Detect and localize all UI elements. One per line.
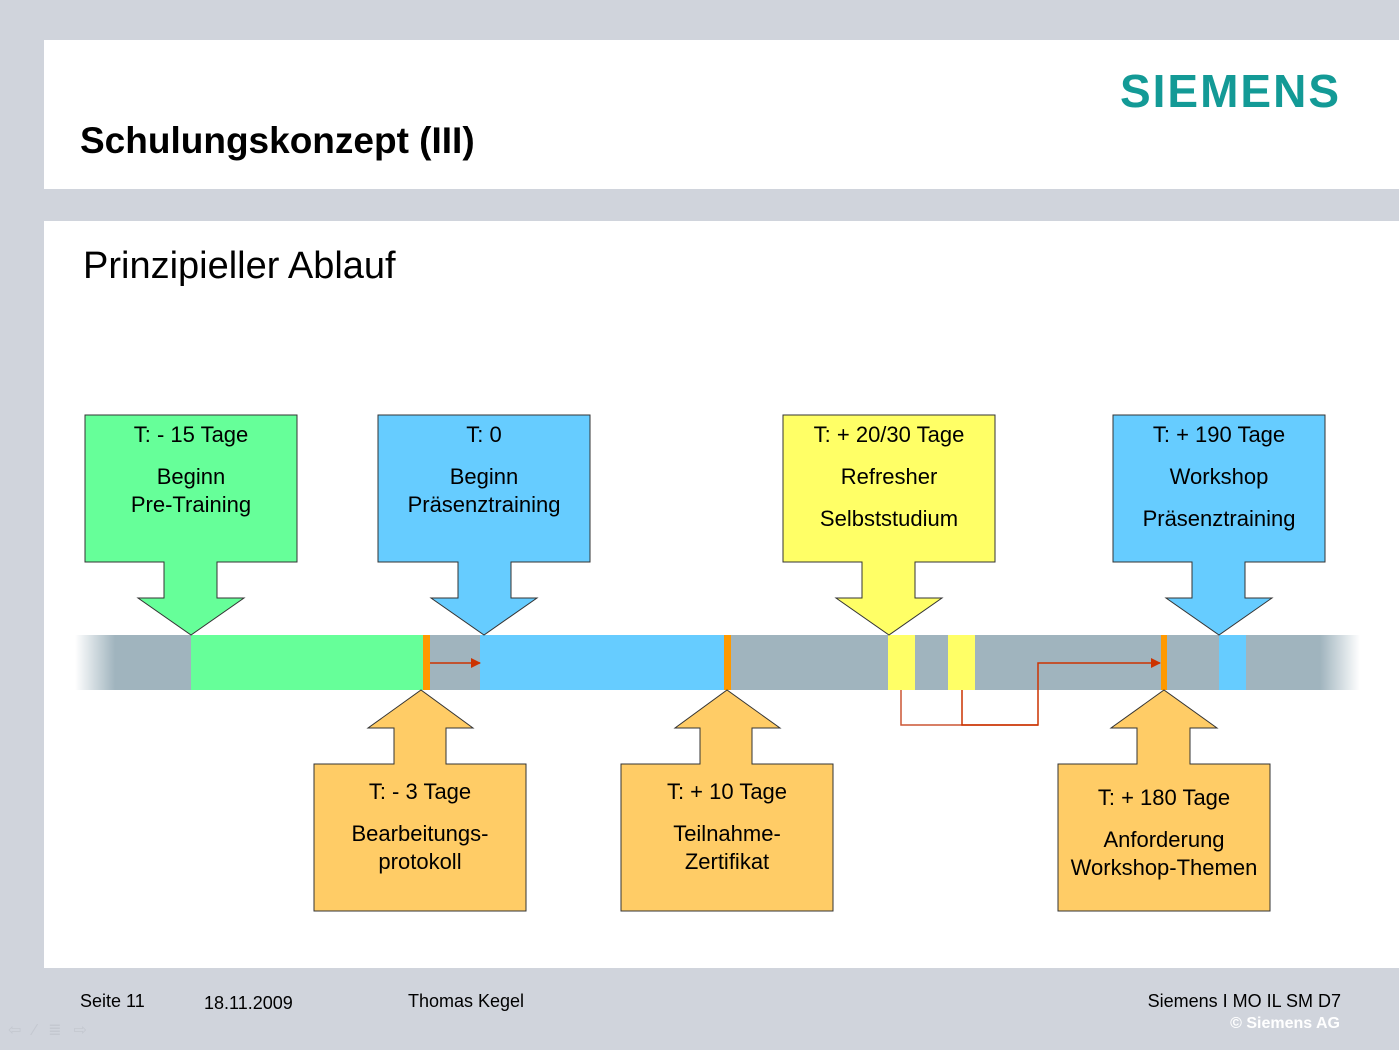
flow-arrow (961, 658, 1161, 726)
milestone-marker (423, 635, 430, 690)
callout-workshop-topics (1057, 689, 1271, 912)
milestone-marker (724, 635, 731, 690)
callout-presence-training (377, 414, 591, 636)
pen-icon[interactable]: ⁄ (33, 1022, 49, 1039)
timeline-bar (75, 635, 1360, 690)
refresher-segment (948, 635, 975, 690)
footer-date: 18.11.2009 (204, 993, 293, 1013)
footer-page: Seite 11 (80, 991, 145, 1011)
footer-author: Thomas Kegel (408, 991, 525, 1011)
refresher-segment (888, 635, 915, 690)
back-arrow-icon[interactable]: ⇦ (8, 1022, 34, 1039)
slide-title: Schulungskonzept (III) (80, 120, 475, 161)
presence-training-segment (480, 635, 724, 690)
callout-protocol (313, 689, 527, 912)
footer-org: Siemens I MO IL SM D7 (1147, 991, 1341, 1011)
workshop-segment (1219, 635, 1246, 690)
slide-nav-controls[interactable]: ⇦⁄≣⇨ (8, 1020, 99, 1040)
slide-subtitle: Prinzipieller Ablauf (83, 245, 396, 287)
menu-icon[interactable]: ≣ (48, 1022, 74, 1039)
pre-training-segment (191, 635, 423, 690)
footer-copyright: © Siemens AG (1230, 1015, 1340, 1032)
milestone-marker (1161, 635, 1167, 690)
forward-arrow-icon[interactable]: ⇨ (73, 1022, 99, 1039)
callout-workshop (1112, 414, 1326, 636)
header-panel (44, 40, 1399, 189)
callout-refresher (782, 414, 996, 636)
siemens-logo: SIEMENS (1119, 65, 1341, 117)
callout-certificate (620, 689, 834, 912)
flow-connector (900, 690, 1038, 726)
callout-pre-training (84, 414, 298, 636)
